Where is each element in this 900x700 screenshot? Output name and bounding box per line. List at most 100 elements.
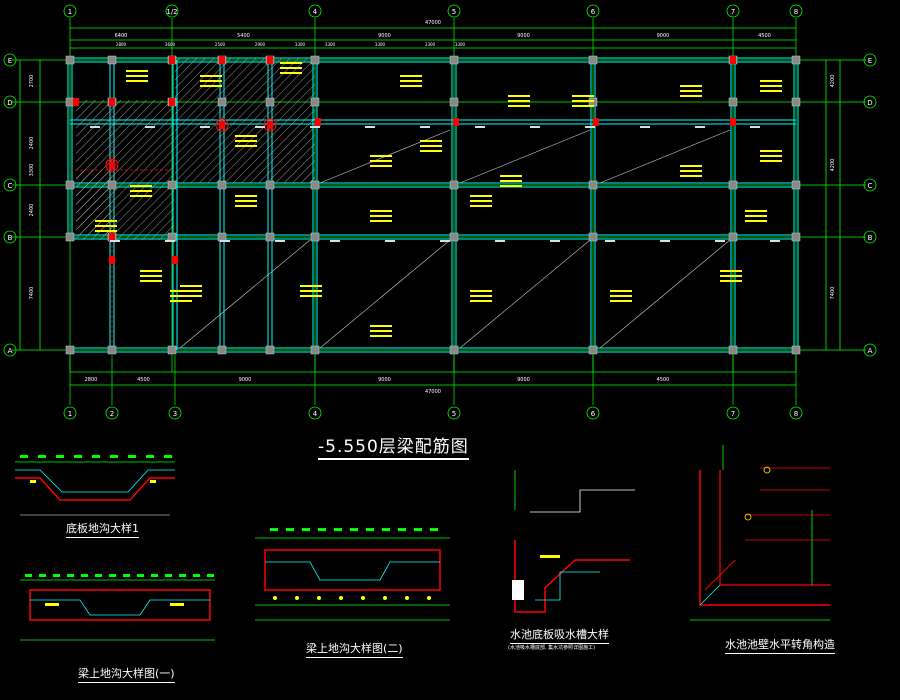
axis-label-right: D — [867, 99, 872, 107]
axis-label-bottom: 8 — [794, 410, 798, 418]
beam-tag — [585, 126, 595, 128]
slab-span-line — [599, 239, 731, 349]
column-red-marker — [219, 56, 225, 64]
dim-left: 2700 — [29, 75, 35, 88]
dim-bottom-span: 9000 — [239, 377, 252, 383]
beam-tag — [660, 240, 670, 242]
axis-bubble-bottom — [726, 406, 740, 420]
column — [65, 55, 75, 65]
dim-right: 4200 — [830, 159, 836, 172]
rebar-annotation — [760, 150, 782, 162]
axis-bubble-left — [3, 343, 17, 357]
column-red-marker — [169, 56, 175, 64]
column-red-marker — [109, 98, 115, 106]
axis-label-right: E — [868, 57, 872, 65]
column — [265, 345, 275, 355]
column — [310, 97, 320, 107]
axis-bubble-top — [586, 4, 600, 18]
beam-tag — [220, 240, 230, 242]
dim-left: 2400 — [29, 137, 35, 150]
axis-bubble-bottom — [105, 406, 119, 420]
beam-tag — [530, 126, 540, 128]
axis-label-bottom: 6 — [591, 410, 596, 418]
beam-tag — [440, 240, 450, 242]
column-red-marker — [315, 118, 321, 126]
axis-label-bottom: 4 — [313, 410, 318, 418]
dim-bottom-span: 9000 — [378, 377, 391, 383]
axis-label-left: B — [8, 234, 13, 242]
axis-label-left: A — [8, 347, 13, 355]
rebar-annotation — [370, 325, 392, 337]
beam-tag — [110, 240, 120, 242]
column — [167, 232, 177, 242]
beam-tag — [90, 126, 100, 128]
slab-span-line — [599, 129, 731, 184]
axis-bubble-right — [863, 230, 877, 244]
beam-tag — [275, 240, 285, 242]
rebar-annotation — [680, 85, 702, 97]
column — [449, 97, 459, 107]
rebar-annotation — [170, 290, 192, 302]
dim-bottom-span: 4500 — [137, 377, 150, 383]
axis-label-bottom: 3 — [173, 410, 177, 418]
axis-label-bottom: 2 — [110, 410, 114, 418]
dim-top-subspan: 3600 — [165, 42, 176, 47]
column — [310, 345, 320, 355]
detail-note-4: (水池吸水槽底部, 集水坑参照详图施工) — [508, 645, 596, 651]
axis-bubble-top — [308, 4, 322, 18]
column-red-marker — [730, 56, 736, 64]
beam-tag — [145, 126, 155, 128]
dim-top-span: 9000 — [517, 33, 530, 39]
dim-top-subspan: 3300 — [325, 42, 336, 47]
rebar-annotation — [680, 165, 702, 177]
beam-tag — [495, 240, 505, 242]
rebar-annotation — [720, 270, 742, 282]
rebar-annotation — [470, 195, 492, 207]
dim-top-subspan: 3300 — [425, 42, 436, 47]
column — [728, 97, 738, 107]
column-circle-marker — [215, 118, 229, 132]
column — [217, 345, 227, 355]
rebar-annotation — [95, 220, 117, 232]
column-red-marker — [73, 98, 79, 106]
rebar-annotation — [370, 155, 392, 167]
column — [265, 97, 275, 107]
dim-bottom-span: 9000 — [517, 377, 530, 383]
rebar-annotation — [370, 210, 392, 222]
dim-top-span: 4500 — [758, 33, 771, 39]
column — [791, 232, 801, 242]
column — [588, 55, 598, 65]
drawing-title: -5.550层梁配筋图 — [318, 432, 469, 460]
beam-tag — [770, 240, 780, 242]
rebar-annotation — [235, 135, 257, 147]
axis-label-top: 4 — [313, 8, 318, 16]
beam-tag — [605, 240, 615, 242]
column — [217, 97, 227, 107]
dim-bottom-span: 4500 — [657, 377, 670, 383]
beam-tag — [310, 126, 320, 128]
column-red-marker — [109, 256, 115, 264]
beam-tag — [165, 240, 175, 242]
axis-label-top: 8 — [794, 8, 798, 16]
column — [588, 180, 598, 190]
column-circle-marker — [105, 158, 119, 172]
beam-tag — [365, 126, 375, 128]
axis-bubble-top — [63, 4, 77, 18]
dim-top-span: 6400 — [115, 33, 128, 39]
rebar-annotation — [470, 290, 492, 302]
axis-bubble-right — [863, 53, 877, 67]
dim-top-subspan: 2900 — [255, 42, 266, 47]
rebar-annotation — [572, 95, 594, 107]
rebar-annotation — [745, 210, 767, 222]
detail-title-1: 底板地沟大样1 — [66, 520, 139, 538]
column — [449, 232, 459, 242]
axis-bubble-top — [447, 4, 461, 18]
column — [107, 55, 117, 65]
dim-bottom-span: 2800 — [85, 377, 98, 383]
rebar-annotation — [140, 270, 162, 282]
axis-label-top: 5 — [452, 8, 456, 16]
dim-total-top: 47000 — [425, 20, 441, 26]
rebar-annotation — [760, 80, 782, 92]
detail-5 — [690, 445, 830, 621]
